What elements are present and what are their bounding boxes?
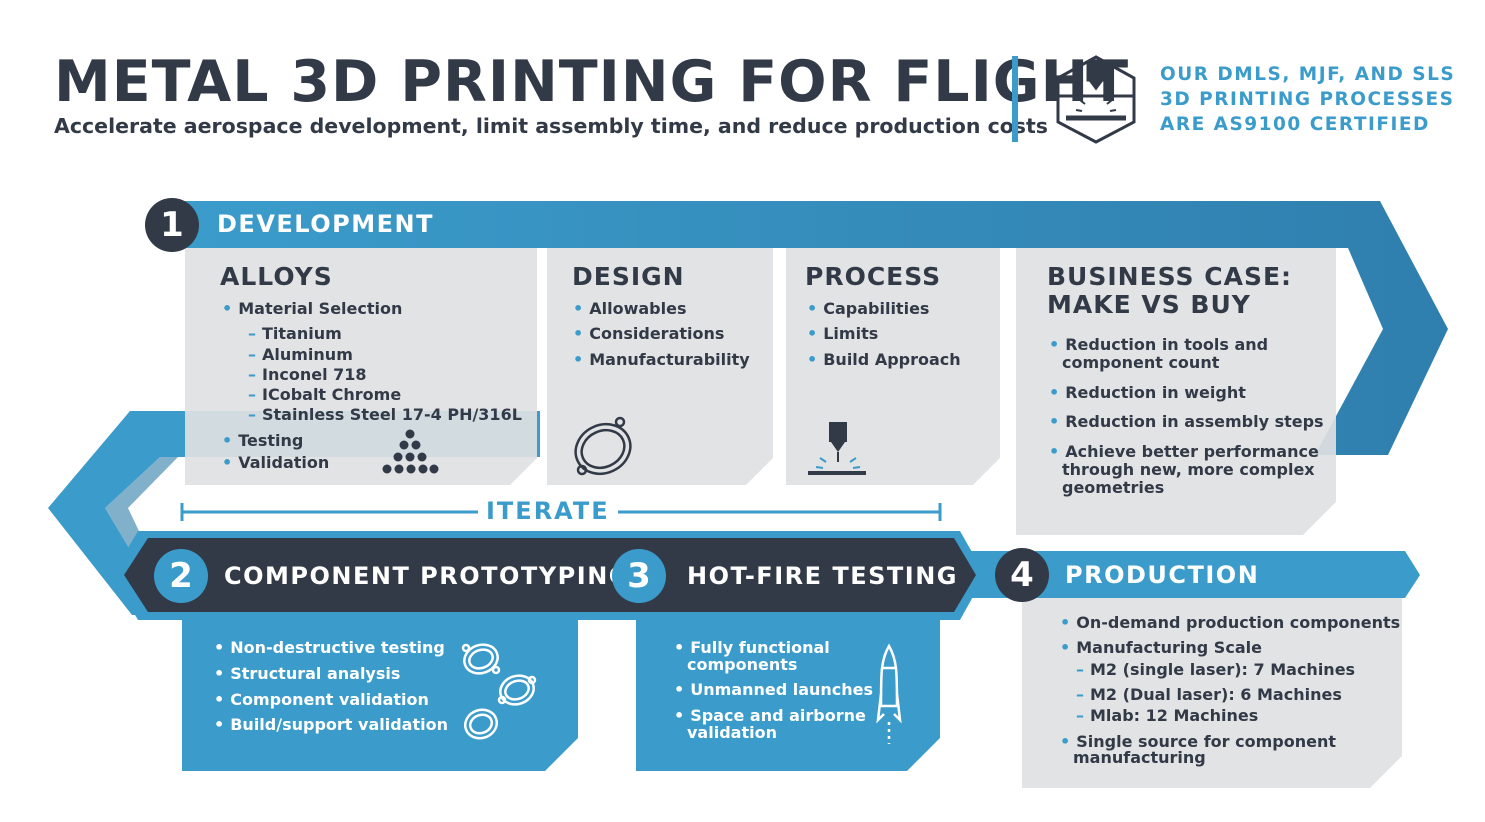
list-item: Limits bbox=[807, 325, 878, 343]
design-heading: DESIGN bbox=[572, 262, 685, 291]
laser-print-icon bbox=[808, 422, 866, 475]
list-item: Build/support validation bbox=[214, 716, 448, 734]
list-item: On-demand production components bbox=[1060, 614, 1400, 632]
process-heading: PROCESS bbox=[805, 262, 942, 291]
list-item: Considerations bbox=[573, 325, 724, 343]
part-ring-icon bbox=[574, 416, 632, 476]
production-band bbox=[960, 551, 1420, 598]
list-item: ICobalt Chrome bbox=[248, 386, 401, 404]
iterate-label: ITERATE bbox=[478, 497, 618, 525]
stage-3-number: 3 bbox=[612, 549, 666, 603]
printer-cube-icon bbox=[1056, 55, 1136, 144]
list-item: Achieve better performance bbox=[1049, 443, 1319, 461]
list-item: Structural analysis bbox=[214, 665, 400, 683]
alloys-heading: ALLOYS bbox=[220, 262, 333, 291]
list-item: M2 (single laser): 7 Machines bbox=[1076, 661, 1355, 679]
list-item-continued: through new, more complex bbox=[1062, 460, 1315, 479]
list-item-continued: geometries bbox=[1062, 478, 1165, 497]
list-item: Titanium bbox=[248, 325, 342, 343]
stage-3-title: HOT-FIRE TESTING bbox=[687, 562, 958, 590]
list-item: Unmanned launches bbox=[674, 681, 873, 699]
development-band bbox=[170, 201, 1448, 455]
list-item: Component validation bbox=[214, 691, 429, 709]
list-item: Mlab: 12 Machines bbox=[1076, 707, 1258, 725]
page-title: METAL 3D PRINTING FOR FLIGHT bbox=[54, 49, 1130, 115]
list-item: Reduction in tools and bbox=[1049, 336, 1268, 354]
certification-line: 3D PRINTING PROCESSES bbox=[1160, 89, 1455, 110]
list-item: Non-destructive testing bbox=[214, 639, 445, 657]
list-item: Manufacturing Scale bbox=[1060, 639, 1262, 657]
powder-particles-icon bbox=[382, 429, 439, 474]
list-item: Manufacturability bbox=[573, 351, 749, 369]
prototyping-band bbox=[124, 538, 976, 612]
list-item: Fully functional bbox=[674, 639, 830, 657]
stage-4-title: PRODUCTION bbox=[1065, 561, 1260, 589]
list-item: Material Selection bbox=[222, 300, 402, 318]
list-item-continued: components bbox=[687, 655, 798, 674]
rocket-icon bbox=[876, 643, 902, 744]
list-item: Inconel 718 bbox=[248, 366, 367, 384]
list-item: Validation bbox=[222, 454, 329, 472]
list-item-continued: component count bbox=[1062, 353, 1220, 372]
business-heading: BUSINESS CASE: bbox=[1047, 262, 1293, 291]
list-item: M2 (Dual laser): 6 Machines bbox=[1076, 686, 1342, 704]
stage-2-title: COMPONENT PROTOTYPING bbox=[224, 562, 630, 590]
list-item: Reduction in weight bbox=[1049, 384, 1246, 402]
business-heading: MAKE VS BUY bbox=[1047, 290, 1251, 319]
list-item: Single source for component bbox=[1060, 733, 1336, 751]
certification-line: ARE AS9100 CERTIFIED bbox=[1160, 114, 1430, 135]
stage-4-number: 4 bbox=[995, 548, 1049, 602]
header-divider bbox=[1012, 56, 1018, 142]
list-item: Stainless Steel 17-4 PH/316L bbox=[248, 406, 522, 424]
list-item: Capabilities bbox=[807, 300, 929, 318]
list-item: Build Approach bbox=[807, 351, 960, 369]
parts-icon bbox=[461, 643, 537, 740]
page-subtitle: Accelerate aerospace development, limit … bbox=[54, 114, 1049, 138]
list-item: Testing bbox=[222, 432, 303, 450]
certification-line: OUR DMLS, MJF, AND SLS bbox=[1160, 64, 1456, 85]
list-item: Reduction in assembly steps bbox=[1049, 413, 1323, 431]
stage-2-number: 2 bbox=[154, 549, 208, 603]
stage-1-number: 1 bbox=[145, 198, 199, 252]
stage-1-title: DEVELOPMENT bbox=[217, 210, 434, 238]
list-item-continued: manufacturing bbox=[1073, 748, 1206, 767]
list-item-continued: validation bbox=[687, 723, 777, 742]
list-item: Aluminum bbox=[248, 346, 353, 364]
list-item: Allowables bbox=[573, 300, 686, 318]
list-item: Space and airborne bbox=[674, 707, 866, 725]
